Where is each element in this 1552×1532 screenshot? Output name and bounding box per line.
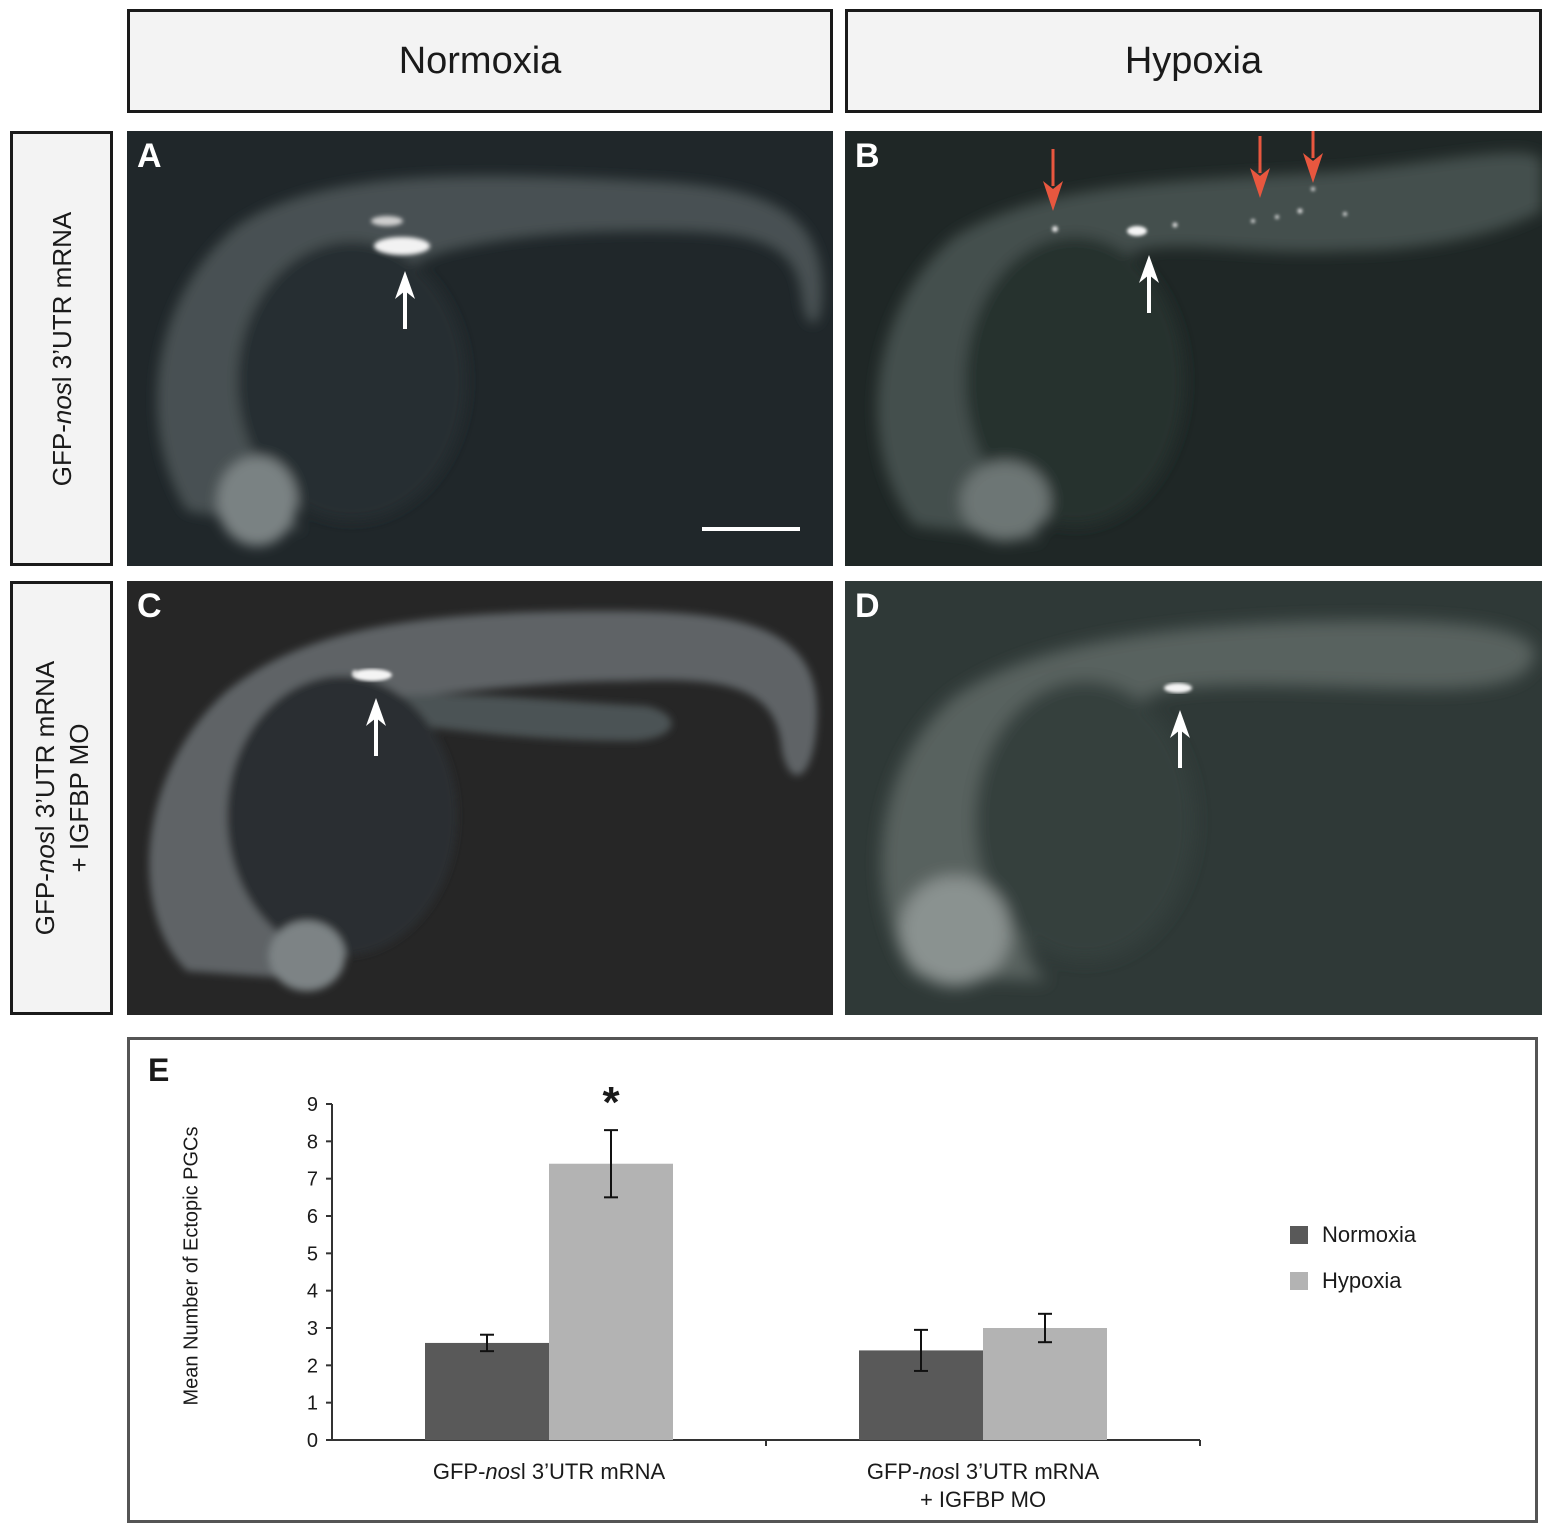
x-category-label-1: GFP-nosl 3’UTR mRNA [432, 1459, 666, 1484]
significance-star: * [602, 1078, 620, 1128]
y-tick-label: 7 [307, 1169, 318, 1191]
legend-label-hypoxia: Hypoxia [1322, 1268, 1402, 1293]
row-label-1-text: GFP-nosl 3’UTR mRNA [46, 211, 77, 486]
embryo-image-a [157, 175, 823, 546]
panel-label-b: B [855, 137, 880, 175]
y-tick-label: 3 [307, 1318, 318, 1340]
micrograph-panel-c: C [127, 581, 833, 1015]
y-tick-label: 4 [307, 1281, 318, 1303]
y-tick-label: 0 [307, 1430, 318, 1452]
embryo-image-c [149, 611, 818, 991]
legend-swatch-hypoxia [1290, 1272, 1308, 1290]
panel-label-c: C [137, 587, 162, 625]
x-category-label-2: GFP-nosl 3’UTR mRNA+ IGFBP MO [866, 1459, 1100, 1512]
row-label-2-line2: + IGFBP MO [63, 723, 94, 873]
panel-label-a: A [137, 137, 162, 175]
y-tick-label: 2 [307, 1355, 318, 1377]
red-arrow-2 [1250, 136, 1270, 198]
legend-swatch-normoxia [1290, 1226, 1308, 1244]
y-tick-label: 8 [307, 1131, 318, 1153]
header-normoxia-text: Normoxia [398, 39, 562, 82]
panel-label-e: E [148, 1052, 170, 1088]
bar-chart-svg: 0 1 2 3 4 5 6 7 8 9 [307, 1094, 1201, 1452]
embryo-image-b [877, 131, 1542, 541]
y-tick-label: 5 [307, 1243, 318, 1265]
row-label-1: GFP-nosl 3’UTR mRNA [10, 131, 113, 566]
legend-item-normoxia: Normoxia [1290, 1220, 1416, 1250]
bar-hypoxia-1 [549, 1163, 673, 1440]
row-label-2: GFP-nosl 3’UTR mRNA + IGFBP MO [10, 581, 113, 1015]
white-arrow-c [366, 698, 386, 756]
chart-legend: Normoxia Hypoxia [1290, 1220, 1416, 1312]
white-arrow-b [1139, 255, 1159, 313]
panel-label-d: D [855, 587, 880, 625]
bar-hypoxia-2 [983, 1328, 1107, 1440]
bar-normoxia-1 [425, 1342, 549, 1440]
header-hypoxia: Hypoxia [845, 9, 1542, 113]
micrograph-panel-d: D [845, 581, 1542, 1015]
y-tick-label: 1 [307, 1393, 318, 1415]
micrograph-panel-a: A [127, 131, 833, 566]
micrograph-panel-b: B [845, 131, 1542, 566]
red-arrow-1 [1043, 149, 1063, 211]
white-arrow-d [1170, 710, 1190, 768]
header-hypoxia-text: Hypoxia [1124, 39, 1263, 82]
row-label-2-line1: GFP-nosl 3’UTR mRNA [29, 660, 60, 936]
legend-item-hypoxia: Hypoxia [1290, 1266, 1416, 1296]
header-normoxia: Normoxia [127, 9, 833, 113]
white-arrow-a [395, 271, 415, 329]
y-tick-label: 6 [307, 1206, 318, 1228]
legend-label-normoxia: Normoxia [1322, 1222, 1417, 1247]
embryo-image-d [881, 620, 1535, 986]
red-arrow-3 [1303, 131, 1323, 183]
y-tick-label: 9 [307, 1094, 318, 1116]
